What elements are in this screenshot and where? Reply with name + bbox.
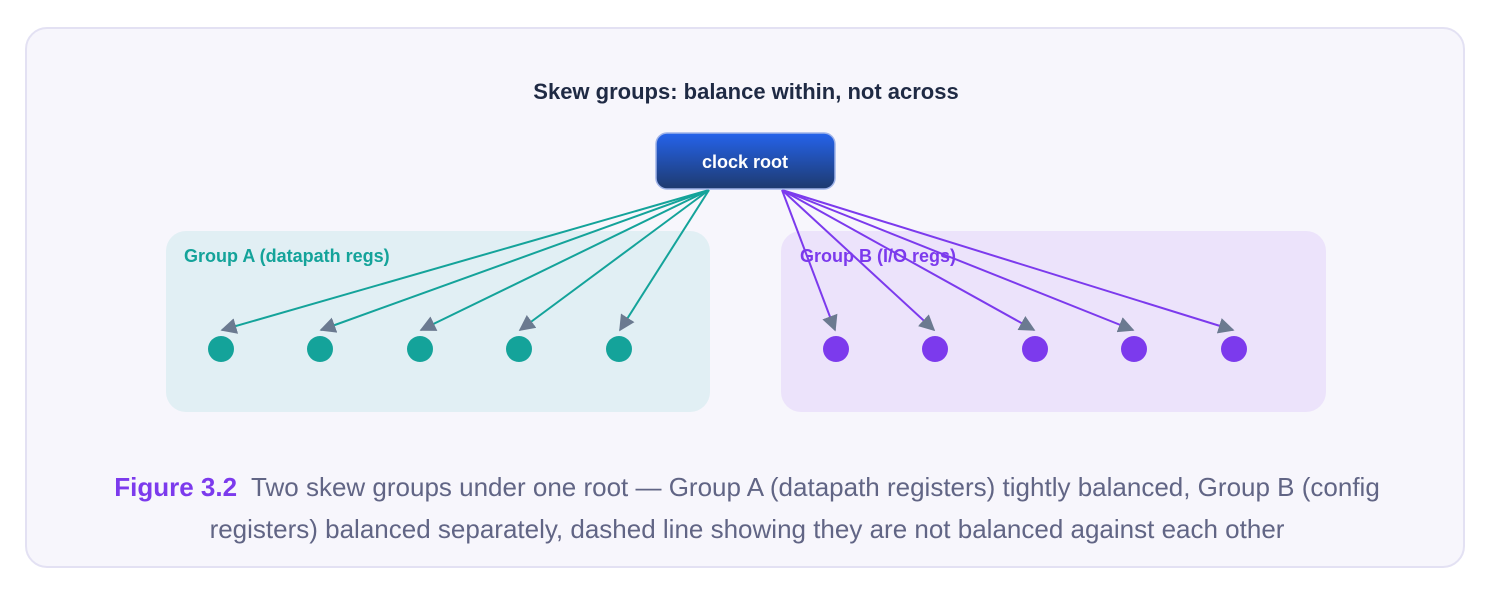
edge-root-to-b4 [781, 189, 1135, 333]
edge-root-to-b1 [781, 189, 838, 332]
group-b-region [781, 231, 1326, 412]
group-b-sink-2 [922, 336, 948, 362]
clock-root-label: clock root [702, 152, 788, 172]
figure-number: Figure 3.2 [114, 472, 238, 502]
group-b-sinks [823, 336, 1247, 362]
edge-root-to-b5 [781, 189, 1235, 334]
group-b-label: Group B (I/O regs) [800, 246, 956, 266]
group-a-sink-5 [606, 336, 632, 362]
edge-root-to-a4 [518, 189, 710, 331]
group-b-sink-4 [1121, 336, 1147, 362]
edge-root-to-b2 [781, 189, 936, 332]
edge-root-to-a1 [220, 189, 710, 334]
clock-root-node: clock root [655, 132, 836, 190]
edge-root-to-a3 [419, 189, 710, 331]
group-a-sink-1 [208, 336, 234, 362]
group-b-sink-5 [1221, 336, 1247, 362]
edge-root-to-a5 [619, 189, 710, 332]
group-a-sink-3 [407, 336, 433, 362]
group-b-edges [781, 189, 1235, 334]
group-a-sink-4 [506, 336, 532, 362]
group-a-label: Group A (datapath regs) [184, 246, 390, 266]
clock-root-box [655, 132, 836, 190]
group-b-sink-1 [823, 336, 849, 362]
caption-text: Two skew groups under one root — Group A… [209, 472, 1380, 544]
group-a-edges [220, 189, 710, 334]
edge-root-to-a2 [319, 189, 710, 333]
group-a-sink-2 [307, 336, 333, 362]
group-a-sinks [208, 336, 632, 362]
edge-root-to-b3 [781, 189, 1036, 331]
diagram-title: Skew groups: balance within, not across [533, 79, 958, 104]
group-b-sink-3 [1022, 336, 1048, 362]
